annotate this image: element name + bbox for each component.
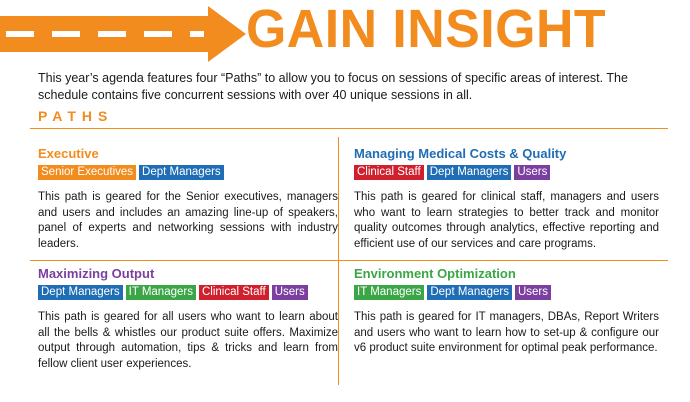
tag-it-managers: IT Managers bbox=[125, 285, 196, 300]
path-title: Environment Optimization bbox=[354, 266, 516, 281]
tag-senior-executives: Senior Executives bbox=[38, 165, 137, 180]
path-tags: Senior Executives Dept Managers bbox=[38, 165, 338, 180]
path-title: Maximizing Output bbox=[38, 266, 155, 281]
path-description: This path is geared for IT managers, DBA… bbox=[354, 311, 659, 354]
path-maximizing-output: Maximizing Output Dept Managers IT Manag… bbox=[38, 266, 338, 372]
path-description: This path is geared for the Senior execu… bbox=[38, 191, 338, 250]
path-tags: Clinical Staff Dept Managers Users bbox=[354, 165, 659, 180]
tag-clinical-staff: Clinical Staff bbox=[354, 165, 424, 180]
tag-users: Users bbox=[514, 285, 552, 300]
path-title: Managing Medical Costs & Quality bbox=[354, 146, 567, 161]
tag-it-managers: IT Managers bbox=[354, 285, 425, 300]
divider-top bbox=[30, 128, 668, 129]
path-tags: IT Managers Dept Managers Users bbox=[354, 285, 659, 300]
tag-dept-managers: Dept Managers bbox=[426, 165, 512, 180]
path-tags: Dept Managers IT Managers Clinical Staff… bbox=[38, 285, 338, 300]
path-title: Executive bbox=[38, 146, 99, 161]
dashed-arrow-icon bbox=[0, 6, 246, 62]
path-managing-medical-costs: Managing Medical Costs & Quality Clinica… bbox=[354, 146, 659, 252]
path-description: This path is geared for all users who wa… bbox=[38, 311, 338, 370]
tag-users: Users bbox=[514, 165, 551, 180]
path-description: This path is geared for clinical staff, … bbox=[354, 191, 659, 250]
tag-dept-managers: Dept Managers bbox=[139, 165, 224, 180]
tag-dept-managers: Dept Managers bbox=[427, 285, 512, 300]
paths-heading: PATHS bbox=[38, 108, 114, 124]
path-executive: Executive Senior Executives Dept Manager… bbox=[38, 146, 338, 252]
path-environment-optimization: Environment Optimization IT Managers Dep… bbox=[354, 266, 659, 357]
page-title: GAIN INSIGHT bbox=[246, 0, 607, 59]
divider-middle bbox=[30, 260, 668, 261]
intro-text: This year’s agenda features four “Paths”… bbox=[38, 71, 628, 102]
tag-clinical-staff: Clinical Staff bbox=[198, 285, 269, 300]
tag-users: Users bbox=[271, 285, 308, 300]
tag-dept-managers: Dept Managers bbox=[38, 285, 123, 300]
divider-vertical bbox=[338, 137, 339, 385]
